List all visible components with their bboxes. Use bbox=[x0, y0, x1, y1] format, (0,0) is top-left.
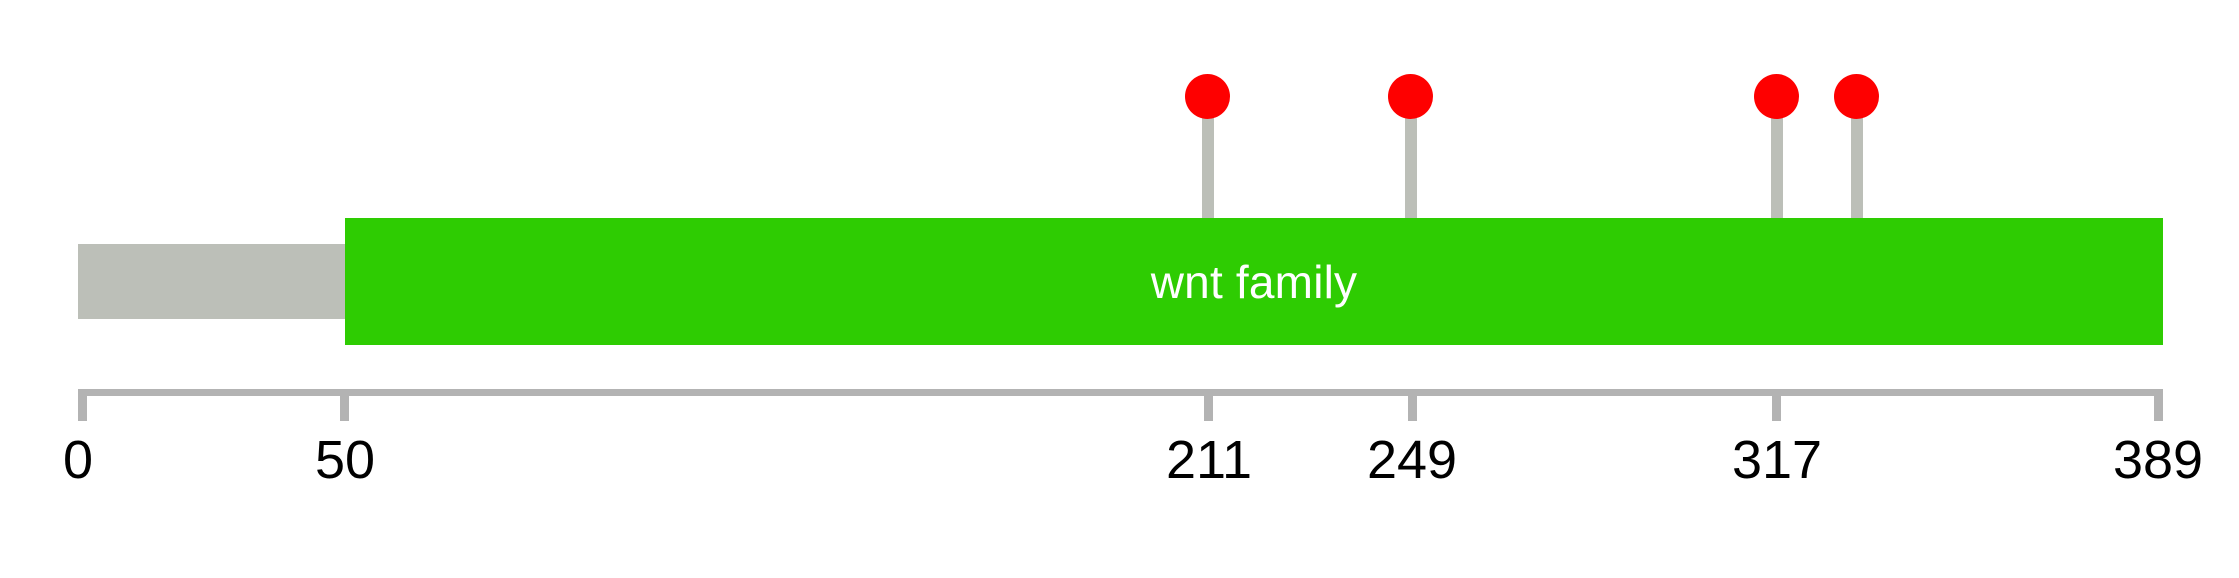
axis-tick-label-50: 50 bbox=[314, 430, 376, 490]
lollipop-head-2[interactable] bbox=[1388, 74, 1433, 119]
axis-tick-label-0: 0 bbox=[62, 430, 94, 490]
axis-tick-389 bbox=[2154, 396, 2163, 421]
lollipop-stem-1 bbox=[1202, 96, 1214, 221]
axis-tick-249 bbox=[1408, 396, 1417, 421]
axis-tick-label-211: 211 bbox=[1165, 430, 1253, 490]
axis-tick-317 bbox=[1772, 396, 1781, 421]
axis-tick-label-389: 389 bbox=[2112, 430, 2204, 490]
domain-wnt-family[interactable]: wnt family bbox=[345, 218, 2163, 345]
lollipop-stem-2 bbox=[1405, 96, 1417, 221]
axis-line bbox=[78, 389, 2163, 396]
lollipop-stem-3 bbox=[1771, 96, 1783, 221]
lollipop-head-4[interactable] bbox=[1834, 74, 1879, 119]
axis-tick-label-317: 317 bbox=[1731, 430, 1823, 490]
lollipop-head-3[interactable] bbox=[1754, 74, 1799, 119]
domain-label: wnt family bbox=[1150, 255, 1358, 308]
lollipop-head-1[interactable] bbox=[1185, 74, 1230, 119]
lollipop-stem-4 bbox=[1851, 96, 1863, 221]
axis-tick-50 bbox=[340, 396, 349, 421]
axis-tick-211 bbox=[1204, 396, 1213, 421]
axis-tick-label-249: 249 bbox=[1366, 430, 1458, 490]
axis-tick-0 bbox=[78, 396, 87, 421]
